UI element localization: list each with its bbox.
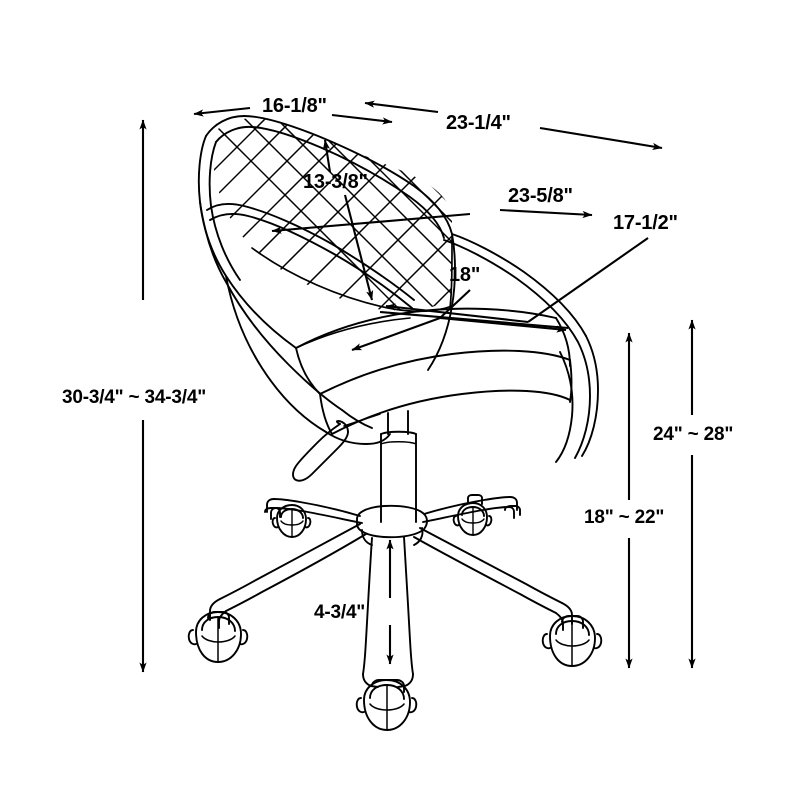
caster-center-front [355,679,418,731]
dimline-17-1-2 [385,303,529,324]
leader-18-seat [439,289,471,319]
caster-front-right [541,615,603,667]
dimension-label-arm-height: 24" ~ 28" [653,424,734,445]
left-armrest [199,201,415,445]
caster-rear-left [264,504,312,538]
seat-cushion [295,307,573,435]
dimension-label-seat-height: 18" ~ 22" [584,507,665,528]
dimension-label-backrest-width: 16-1/8" [262,95,327,117]
dimension-label-overall-depth: 23-1/4" [446,112,511,134]
dimline-23-1-4-right [539,126,663,151]
dimline-16-1-8-right [331,113,393,125]
leader-17-1-2 [527,237,649,323]
dimension-label-overall-height: 30-3/4" ~ 34-3/4" [62,387,207,408]
caster-front-left [187,611,249,663]
dimline-23-1-4-left [364,100,439,114]
dimline-13-3-8-bottom [343,194,374,301]
gas-cylinder [380,410,417,523]
dimline-18-seat-right [439,316,567,333]
dimension-label-backrest-height: 13-3/8" [303,171,368,193]
caster-rear-right [452,494,521,536]
quilt-pattern [214,118,452,311]
dimline-13-3-8-top [322,139,332,173]
dimline-23-5-8-left [271,212,471,234]
dimline-23-5-8-right [499,208,593,219]
dimension-label-seat-depth: 17-1/2" [613,212,678,234]
dimline-18-seat-aux [379,310,569,330]
right-armrest [443,233,599,463]
dimline-16-1-8-left [193,106,251,117]
dimension-lines [139,100,696,673]
height-lever [292,413,381,482]
dimension-label-seat-width: 18" [449,264,481,286]
dimension-label-base-height: 4-3/4" [314,602,366,623]
dimension-label-overall-width: 23-5/8" [508,185,573,207]
dimline-18-seat-left [351,317,441,351]
